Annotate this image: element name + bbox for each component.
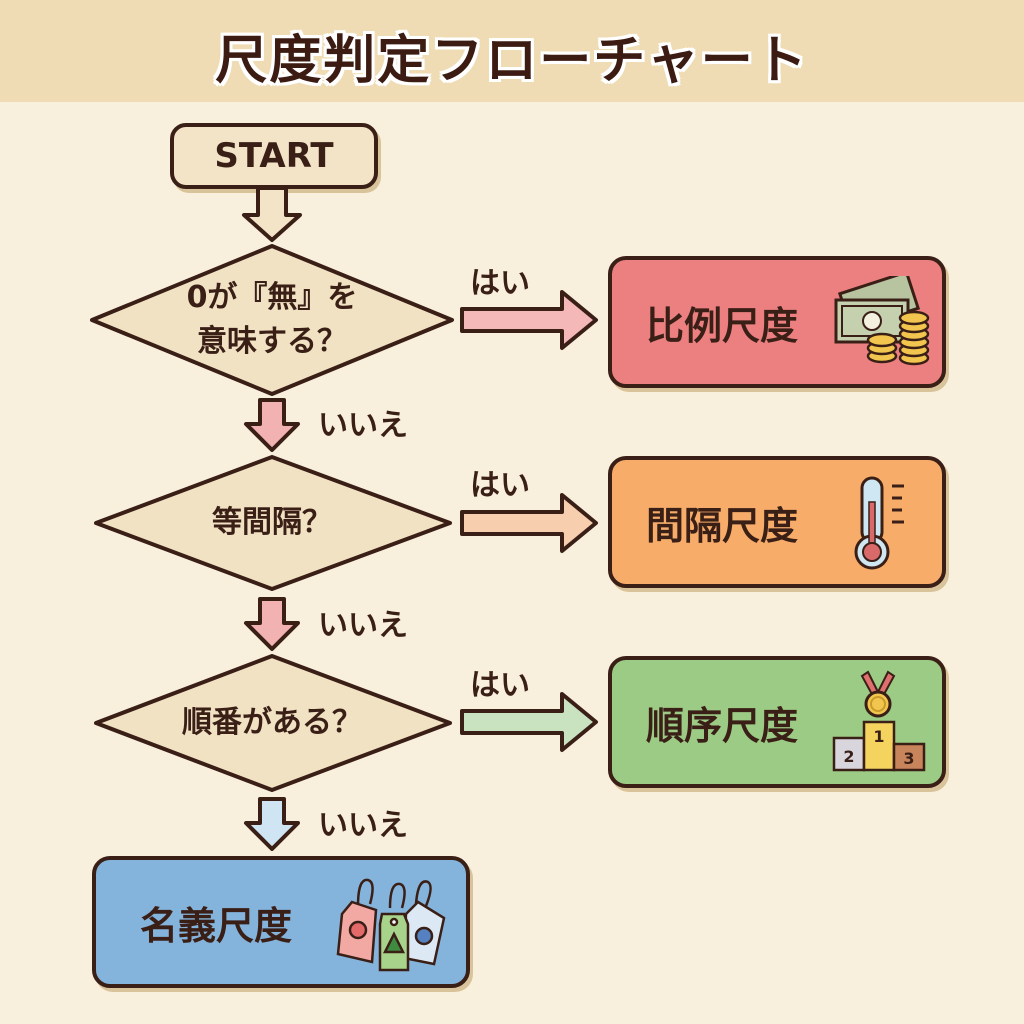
start-arrow xyxy=(242,186,302,242)
yes-label-3: はい xyxy=(470,668,530,703)
podium-1: 1 xyxy=(873,727,884,746)
money-coins-icon xyxy=(834,276,930,366)
no-label-1: いいえ xyxy=(318,408,408,443)
decision-diamond-order xyxy=(94,654,452,792)
yes-label-2: はい xyxy=(470,468,530,503)
result-ratio-scale: 比例尺度 xyxy=(608,256,946,388)
yes-arrow-3 xyxy=(460,692,598,752)
result-ratio-label: 比例尺度 xyxy=(646,303,799,348)
result-interval-scale: 間隔尺度 xyxy=(608,456,946,588)
thermometer-icon xyxy=(854,476,904,570)
yes-label-1: はい xyxy=(470,266,530,301)
question-1-line1: 0が『無』を xyxy=(186,280,358,315)
question-3: 順番がある？ xyxy=(182,705,362,740)
podium-medal-icon: 2 1 3 xyxy=(832,670,926,772)
yes-arrow-2 xyxy=(460,493,598,553)
result-interval-label: 間隔尺度 xyxy=(646,503,799,548)
yes-arrow-1 xyxy=(460,290,598,350)
result-ordinal-label: 順序尺度 xyxy=(646,703,799,748)
result-nominal-label: 名義尺度 xyxy=(140,903,293,948)
no-arrow-1 xyxy=(244,398,300,452)
question-1: 0が『無』を 意味する？ xyxy=(150,276,394,364)
tags-icon xyxy=(336,878,446,972)
no-arrow-3 xyxy=(244,797,300,851)
podium-2: 2 xyxy=(843,747,854,766)
question-1-line2: 意味する？ xyxy=(197,324,347,359)
no-label-3: いいえ xyxy=(318,808,408,843)
question-2: 等間隔？ xyxy=(212,505,332,540)
decision-diamond-ratio xyxy=(90,244,454,396)
no-arrow-2 xyxy=(244,597,300,651)
result-ordinal-scale: 順序尺度 2 1 3 xyxy=(608,656,946,788)
header-bar xyxy=(0,0,1024,102)
decision-diamond-interval xyxy=(94,455,452,591)
page-title: 尺度判定フローチャート xyxy=(215,31,809,91)
result-nominal-scale: 名義尺度 xyxy=(92,856,470,988)
no-label-2: いいえ xyxy=(318,608,408,643)
podium-3: 3 xyxy=(903,749,914,768)
